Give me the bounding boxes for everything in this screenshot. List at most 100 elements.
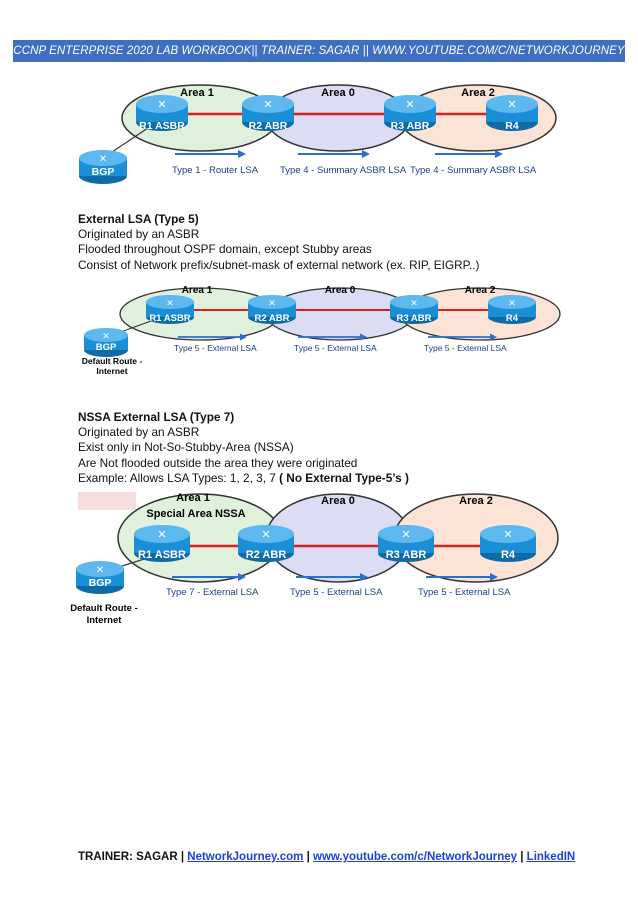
area2-label: Area 2	[459, 495, 493, 507]
lsa-label-3: Type 4 - Summary ASBR LSA	[410, 165, 537, 176]
lsa-arrow-1	[175, 150, 246, 158]
text-line: Exist only in Not-So-Stubby-Area (NSSA)	[78, 440, 294, 455]
lsa-label-2: Type 5 - External LSA	[290, 587, 383, 598]
router-icon: ✕	[166, 298, 174, 308]
area2-label: Area 2	[465, 285, 496, 296]
svg-text:BGP: BGP	[89, 577, 112, 589]
area0-label: Area 0	[321, 495, 355, 507]
svg-text:R1 ASBR: R1 ASBR	[149, 313, 190, 324]
lsa-arrow-1	[178, 333, 247, 341]
area2-label: Area 2	[461, 87, 495, 99]
router-icon: ✕	[410, 298, 418, 308]
router-icon: ✕	[157, 529, 166, 541]
router-icon: ✕	[157, 99, 166, 111]
router-r2: ✕ R2 ABR	[248, 295, 296, 324]
router-r1: ✕ R1 ASBR	[146, 295, 194, 324]
diagram-lsa-types-1-4: Area 1 Area 0 Area 2 ✕ R1 ASBR ✕ R2 ABR …	[79, 84, 557, 184]
router-icon: ✕	[263, 99, 272, 111]
svg-text:R4: R4	[501, 549, 516, 561]
diagram-lsa-type-5: Area 1 Area 0 Area 2 ✕ R1 ASBR ✕ R2 ABR …	[82, 285, 561, 376]
router-icon: ✕	[508, 298, 516, 308]
router-r3: ✕ R3 ABR	[378, 525, 434, 562]
lsa-label-3: Type 5 - External LSA	[418, 587, 511, 598]
lsa-label-2: Type 4 - Summary ASBR LSA	[280, 165, 407, 176]
page-header: CCNP ENTERPRISE 2020 LAB WORKBOOK|| TRAI…	[13, 40, 625, 62]
area1-label: Area 1	[182, 285, 213, 296]
router-r3: ✕ R3 ABR	[390, 295, 438, 324]
lsa-arrow-1	[172, 573, 246, 581]
svg-text:R1 ASBR: R1 ASBR	[138, 549, 186, 561]
router-r3: ✕ R3 ABR	[384, 95, 436, 132]
page-footer: TRAINER: SAGAR | NetworkJourney.com | ww…	[78, 851, 575, 863]
footer-link-linkedin[interactable]: LinkedIN	[526, 851, 576, 863]
bgp-caption-line2: Internet	[87, 615, 123, 626]
svg-text:BGP: BGP	[92, 166, 115, 178]
text-line: Flooded throughout OSPF domain, except S…	[78, 242, 372, 257]
bgp-router: ✕ BGP	[76, 561, 124, 594]
router-icon: ✕	[99, 154, 107, 165]
lsa-arrow-3	[435, 150, 503, 158]
lsa-arrow-2	[296, 573, 368, 581]
bgp-caption-line1: Default Route -	[70, 603, 138, 614]
bgp-caption-line1: Default Route -	[82, 356, 143, 366]
section-type5: External LSA (Type 5) Originated by an A…	[78, 212, 479, 273]
area1-sublabel: Special Area NSSA	[146, 508, 245, 520]
svg-text:BGP: BGP	[96, 342, 117, 353]
area1-label: Area 1	[180, 87, 214, 99]
router-r2: ✕ R2 ABR	[242, 95, 294, 132]
router-r4: ✕ R4	[486, 95, 538, 132]
example-text: Example: Allows LSA Types: 1, 2, 3, 7	[78, 470, 280, 485]
lsa-label-1: Type 1 - Router LSA	[172, 165, 259, 176]
svg-text:R1 ASBR: R1 ASBR	[139, 120, 185, 132]
router-r4: ✕ R4	[488, 295, 536, 324]
text-line: Are Not flooded outside the area they we…	[78, 455, 358, 470]
svg-text:R3 ABR: R3 ABR	[386, 549, 427, 561]
router-r4: ✕ R4	[480, 525, 536, 562]
lsa-label-1: Type 5 - External LSA	[174, 343, 257, 353]
svg-text:R3 ABR: R3 ABR	[391, 120, 430, 132]
nssa-tag-background	[78, 492, 136, 510]
bgp-caption-line2: Internet	[96, 366, 127, 376]
router-icon: ✕	[401, 529, 410, 541]
text-line: Consist of Network prefix/subnet-mask of…	[78, 257, 480, 272]
area0-label: Area 0	[325, 285, 356, 296]
svg-text:R2 ABR: R2 ABR	[246, 549, 287, 561]
lsa-label-1: Type 7 - External LSA	[166, 587, 259, 598]
example-emphasis: ( No External Type-5’s )	[279, 470, 409, 485]
router-icon: ✕	[102, 331, 110, 341]
section-type7: NSSA External LSA (Type 7) Originated by…	[78, 410, 409, 486]
router-r1: ✕ R1 ASBR	[136, 95, 188, 132]
router-icon: ✕	[405, 99, 414, 111]
lsa-arrow-2	[298, 333, 367, 341]
svg-text:R3 ABR: R3 ABR	[396, 313, 431, 324]
bgp-router: ✕ BGP	[79, 150, 127, 184]
lsa-arrow-3	[428, 333, 497, 341]
router-icon: ✕	[503, 529, 512, 541]
svg-text:R2 ABR: R2 ABR	[249, 120, 288, 132]
router-icon: ✕	[261, 529, 270, 541]
footer-separator: |	[517, 851, 527, 863]
text-line: Originated by an ASBR	[78, 425, 200, 440]
example-line: Example: Allows LSA Types: 1, 2, 3, 7 ( …	[78, 471, 409, 486]
router-icon: ✕	[268, 298, 276, 308]
diagram-lsa-type-7-nssa: Area 1 Special Area NSSA Area 0 Area 2 ✕…	[70, 492, 559, 626]
footer-link-networkjourney[interactable]: NetworkJourney.com	[187, 851, 304, 863]
footer-trainer: TRAINER: SAGAR |	[78, 851, 188, 863]
area1-label: Area 1	[176, 492, 210, 504]
section-heading: External LSA (Type 5)	[78, 212, 199, 226]
lsa-label-2: Type 5 - External LSA	[294, 343, 377, 353]
area0-label: Area 0	[321, 87, 355, 99]
svg-text:R4: R4	[506, 313, 519, 324]
svg-text:R2 ABR: R2 ABR	[254, 313, 289, 324]
section-heading: NSSA External LSA (Type 7)	[78, 410, 235, 424]
router-r1: ✕ R1 ASBR	[134, 525, 190, 562]
lsa-arrow-2	[298, 150, 370, 158]
text-line: Originated by an ASBR	[78, 227, 200, 242]
lsa-label-3: Type 5 - External LSA	[424, 343, 507, 353]
lsa-arrow-3	[426, 573, 498, 581]
router-icon: ✕	[96, 565, 104, 576]
svg-text:R4: R4	[505, 120, 519, 132]
footer-link-youtube[interactable]: www.youtube.com/c/NetworkJourney	[313, 851, 518, 863]
router-icon: ✕	[507, 99, 516, 111]
bgp-router: ✕ BGP	[84, 328, 128, 357]
